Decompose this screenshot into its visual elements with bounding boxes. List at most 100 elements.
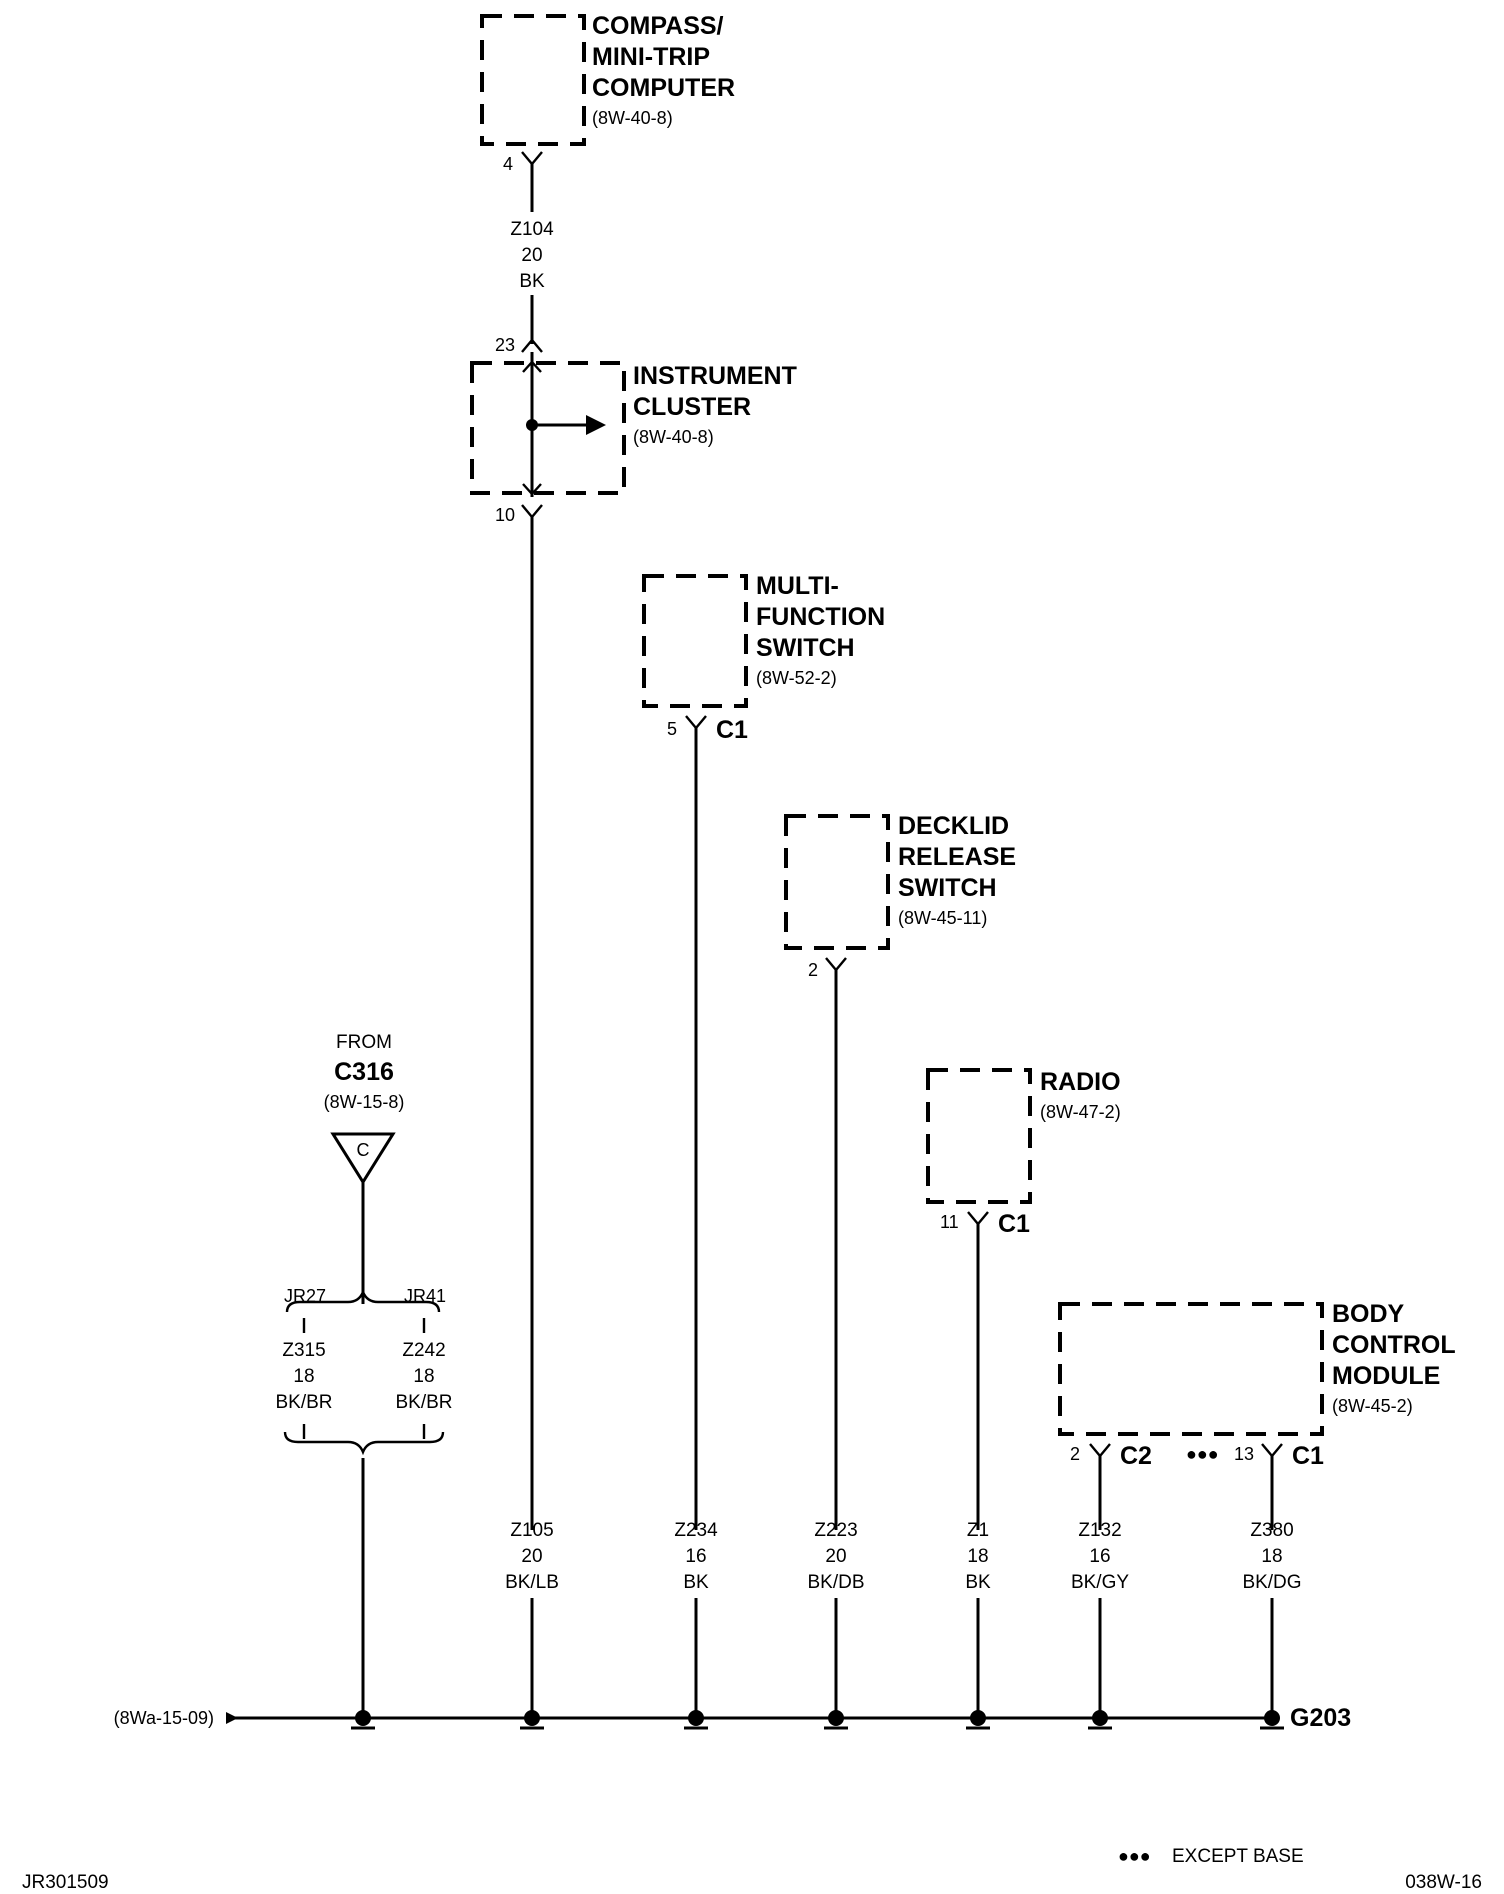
z1-circuit: Z1 <box>967 1520 989 1541</box>
z242-color: BK/BR <box>395 1392 452 1413</box>
bcm-label-2: CONTROL <box>1332 1331 1456 1359</box>
z380-color: BK/DG <box>1242 1572 1301 1593</box>
c316-letter: C <box>357 1140 370 1160</box>
c316-name: C316 <box>334 1058 394 1086</box>
ground-splice-c316 <box>355 1710 371 1726</box>
decklid-label-2: RELEASE <box>898 843 1016 871</box>
compass-pin-symbol <box>521 151 543 166</box>
wire-label-z132: Z132 16 BK/GY <box>1071 1520 1129 1593</box>
z380-gauge: 18 <box>1261 1546 1282 1567</box>
z104-circuit: Z104 <box>510 219 554 240</box>
wire-label-z223: Z223 20 BK/DB <box>807 1520 864 1593</box>
multifunction-switch: MULTI- FUNCTION SWITCH (8W-52-2) 5 C1 <box>642 572 885 744</box>
compass-label-3: COMPUTER <box>592 74 735 102</box>
ground-splice-z223 <box>828 1710 844 1726</box>
z132-circuit: Z132 <box>1078 1520 1121 1541</box>
bcm-conn-a: C2 <box>1120 1442 1152 1470</box>
z242-gauge: 18 <box>413 1366 434 1387</box>
z223-color: BK/DB <box>807 1572 864 1593</box>
compass-label-2: MINI-TRIP <box>592 43 710 71</box>
ground-source-ref: (8Wa-15-09) <box>114 1708 214 1728</box>
compass-label-1: COMPASS/ <box>592 12 724 40</box>
body-control-module: BODY CONTROL MODULE (8W-45-2) 2 C2 ●●● 1… <box>1058 1300 1456 1470</box>
cluster-arrow-head <box>586 415 606 435</box>
ground-name: G203 <box>1290 1704 1351 1732</box>
footer-left: JR301509 <box>22 1872 109 1893</box>
bcm-box <box>1058 1302 1324 1436</box>
multifunction-box <box>642 574 748 708</box>
radio: RADIO (8W-47-2) 11 C1 <box>926 1068 1121 1238</box>
legend-dots: ●●● <box>1118 1846 1151 1866</box>
decklid-release-switch: DECKLID RELEASE SWITCH (8W-45-11) 2 <box>784 812 1016 980</box>
z132-color: BK/GY <box>1071 1572 1129 1593</box>
cluster-pin-in-symbol <box>521 338 543 353</box>
cluster-box <box>470 361 626 495</box>
decklid-label-1: DECKLID <box>898 812 1009 840</box>
z234-color: BK <box>683 1572 709 1593</box>
compass-ref: (8W-40-8) <box>592 108 673 128</box>
c316-from: FROM <box>336 1032 392 1053</box>
multifunction-pin: 5 <box>667 719 677 739</box>
z234-circuit: Z234 <box>674 1520 718 1541</box>
compass-mini-trip-computer: COMPASS/ MINI-TRIP COMPUTER (8W-40-8) 4 <box>480 12 735 174</box>
decklid-box <box>784 814 890 950</box>
wire-label-z1: Z1 18 BK <box>965 1520 991 1593</box>
bcm-pin-b: 13 <box>1234 1444 1254 1464</box>
z315-circuit: Z315 <box>282 1340 325 1361</box>
bcm-pin-a: 2 <box>1070 1444 1080 1464</box>
z1-gauge: 18 <box>967 1546 988 1567</box>
c316-ref: (8W-15-8) <box>324 1092 405 1112</box>
z104-gauge: 20 <box>521 245 542 266</box>
multifunction-pin-symbol <box>685 715 707 730</box>
cluster-ref: (8W-40-8) <box>633 427 714 447</box>
bcm-pin-a-symbol <box>1089 1443 1111 1458</box>
legend-text: EXCEPT BASE <box>1172 1846 1304 1867</box>
cluster-pin-out-symbol <box>521 504 543 519</box>
decklid-pin-symbol <box>825 957 847 972</box>
z105-color: BK/LB <box>505 1572 559 1593</box>
bcm-ref: (8W-45-2) <box>1332 1396 1413 1416</box>
footer-right: 038W-16 <box>1405 1872 1482 1893</box>
z234-gauge: 16 <box>685 1546 706 1567</box>
cluster-pin-in: 23 <box>495 335 515 355</box>
ground-splice-z234 <box>688 1710 704 1726</box>
cluster-pin-out: 10 <box>495 505 515 525</box>
ground-splice-g203 <box>1264 1710 1280 1726</box>
from-c316: FROM C316 (8W-15-8) C JR27 JR41 Z315 18 … <box>275 1032 453 1530</box>
cluster-internal-arrow-bottom <box>522 483 542 496</box>
cluster-label-2: CLUSTER <box>633 393 751 421</box>
z132-gauge: 16 <box>1089 1546 1110 1567</box>
wire-label-z380: Z380 18 BK/DG <box>1242 1520 1301 1593</box>
decklid-ref: (8W-45-11) <box>898 908 987 928</box>
z105-circuit: Z105 <box>510 1520 553 1541</box>
bcm-pin-b-symbol <box>1261 1443 1283 1458</box>
compass-pin: 4 <box>503 154 513 174</box>
multifunction-label-2: FUNCTION <box>756 603 885 631</box>
z223-circuit: Z223 <box>814 1520 857 1541</box>
z104-color: BK <box>519 271 545 292</box>
z105-gauge: 20 <box>521 1546 542 1567</box>
bcm-except-base-dots: ●●● <box>1186 1444 1219 1464</box>
bcm-label-1: BODY <box>1332 1300 1405 1328</box>
radio-pin: 11 <box>940 1212 959 1232</box>
radio-pin-symbol <box>967 1211 989 1226</box>
wire-label-z234: Z234 16 BK <box>674 1520 718 1593</box>
decklid-pin: 2 <box>808 960 818 980</box>
c316-jr-right: JR41 <box>404 1286 446 1306</box>
radio-connector: C1 <box>998 1210 1030 1238</box>
wire-label-z104: Z104 20 BK <box>510 219 554 292</box>
c316-upper-brace <box>285 1288 441 1313</box>
multifunction-connector: C1 <box>716 716 748 744</box>
cluster-label-1: INSTRUMENT <box>633 362 797 390</box>
radio-ref: (8W-47-2) <box>1040 1102 1121 1122</box>
z380-circuit: Z380 <box>1250 1520 1293 1541</box>
instrument-cluster: 23 INSTRUMENT CLUSTER (8W-40-8) 10 <box>470 335 797 525</box>
multifunction-ref: (8W-52-2) <box>756 668 837 688</box>
bcm-label-3: MODULE <box>1332 1362 1440 1390</box>
decklid-label-3: SWITCH <box>898 874 997 902</box>
c316-jr-left: JR27 <box>284 1286 326 1306</box>
radio-label: RADIO <box>1040 1068 1121 1096</box>
ground-splice-z105 <box>524 1710 540 1726</box>
cluster-internal-arrow-top <box>522 360 542 373</box>
